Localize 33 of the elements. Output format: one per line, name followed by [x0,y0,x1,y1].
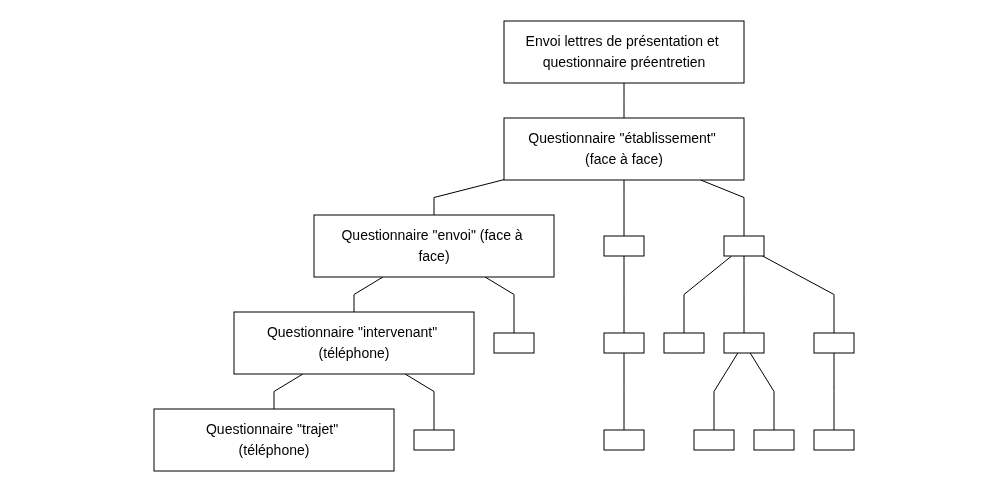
connector [749,352,775,430]
connector [623,179,625,236]
node-box: Questionnaire "envoi" (face à face) [313,214,555,277]
connector [743,255,745,333]
node-box [663,332,705,353]
node-box [723,235,765,256]
connector [404,373,435,430]
connector [433,178,505,215]
node-box [413,429,455,450]
node-box: Questionnaire "trajet" (téléphone) [153,408,395,471]
node-box [603,332,645,353]
node-box: Envoi lettres de présentation et questionnaire préentretien [503,20,745,83]
node-box [603,235,645,256]
node-box [693,429,735,450]
connector [713,352,739,430]
connector [353,276,384,312]
connector [833,352,835,430]
connector [273,373,304,409]
node-box [813,332,855,353]
connector [623,255,625,333]
connector [683,255,733,333]
node-box [493,332,535,353]
node-box [603,429,645,450]
node-box [753,429,795,450]
connector [762,255,835,333]
connector [623,352,625,430]
connector [484,276,515,333]
connector [623,82,625,118]
connector [700,179,745,236]
node-box: Questionnaire "intervenant" (téléphone) [233,311,475,374]
node-box [813,429,855,450]
node-box [723,332,765,353]
node-box: Questionnaire "établissement" (face à face) [503,117,745,180]
